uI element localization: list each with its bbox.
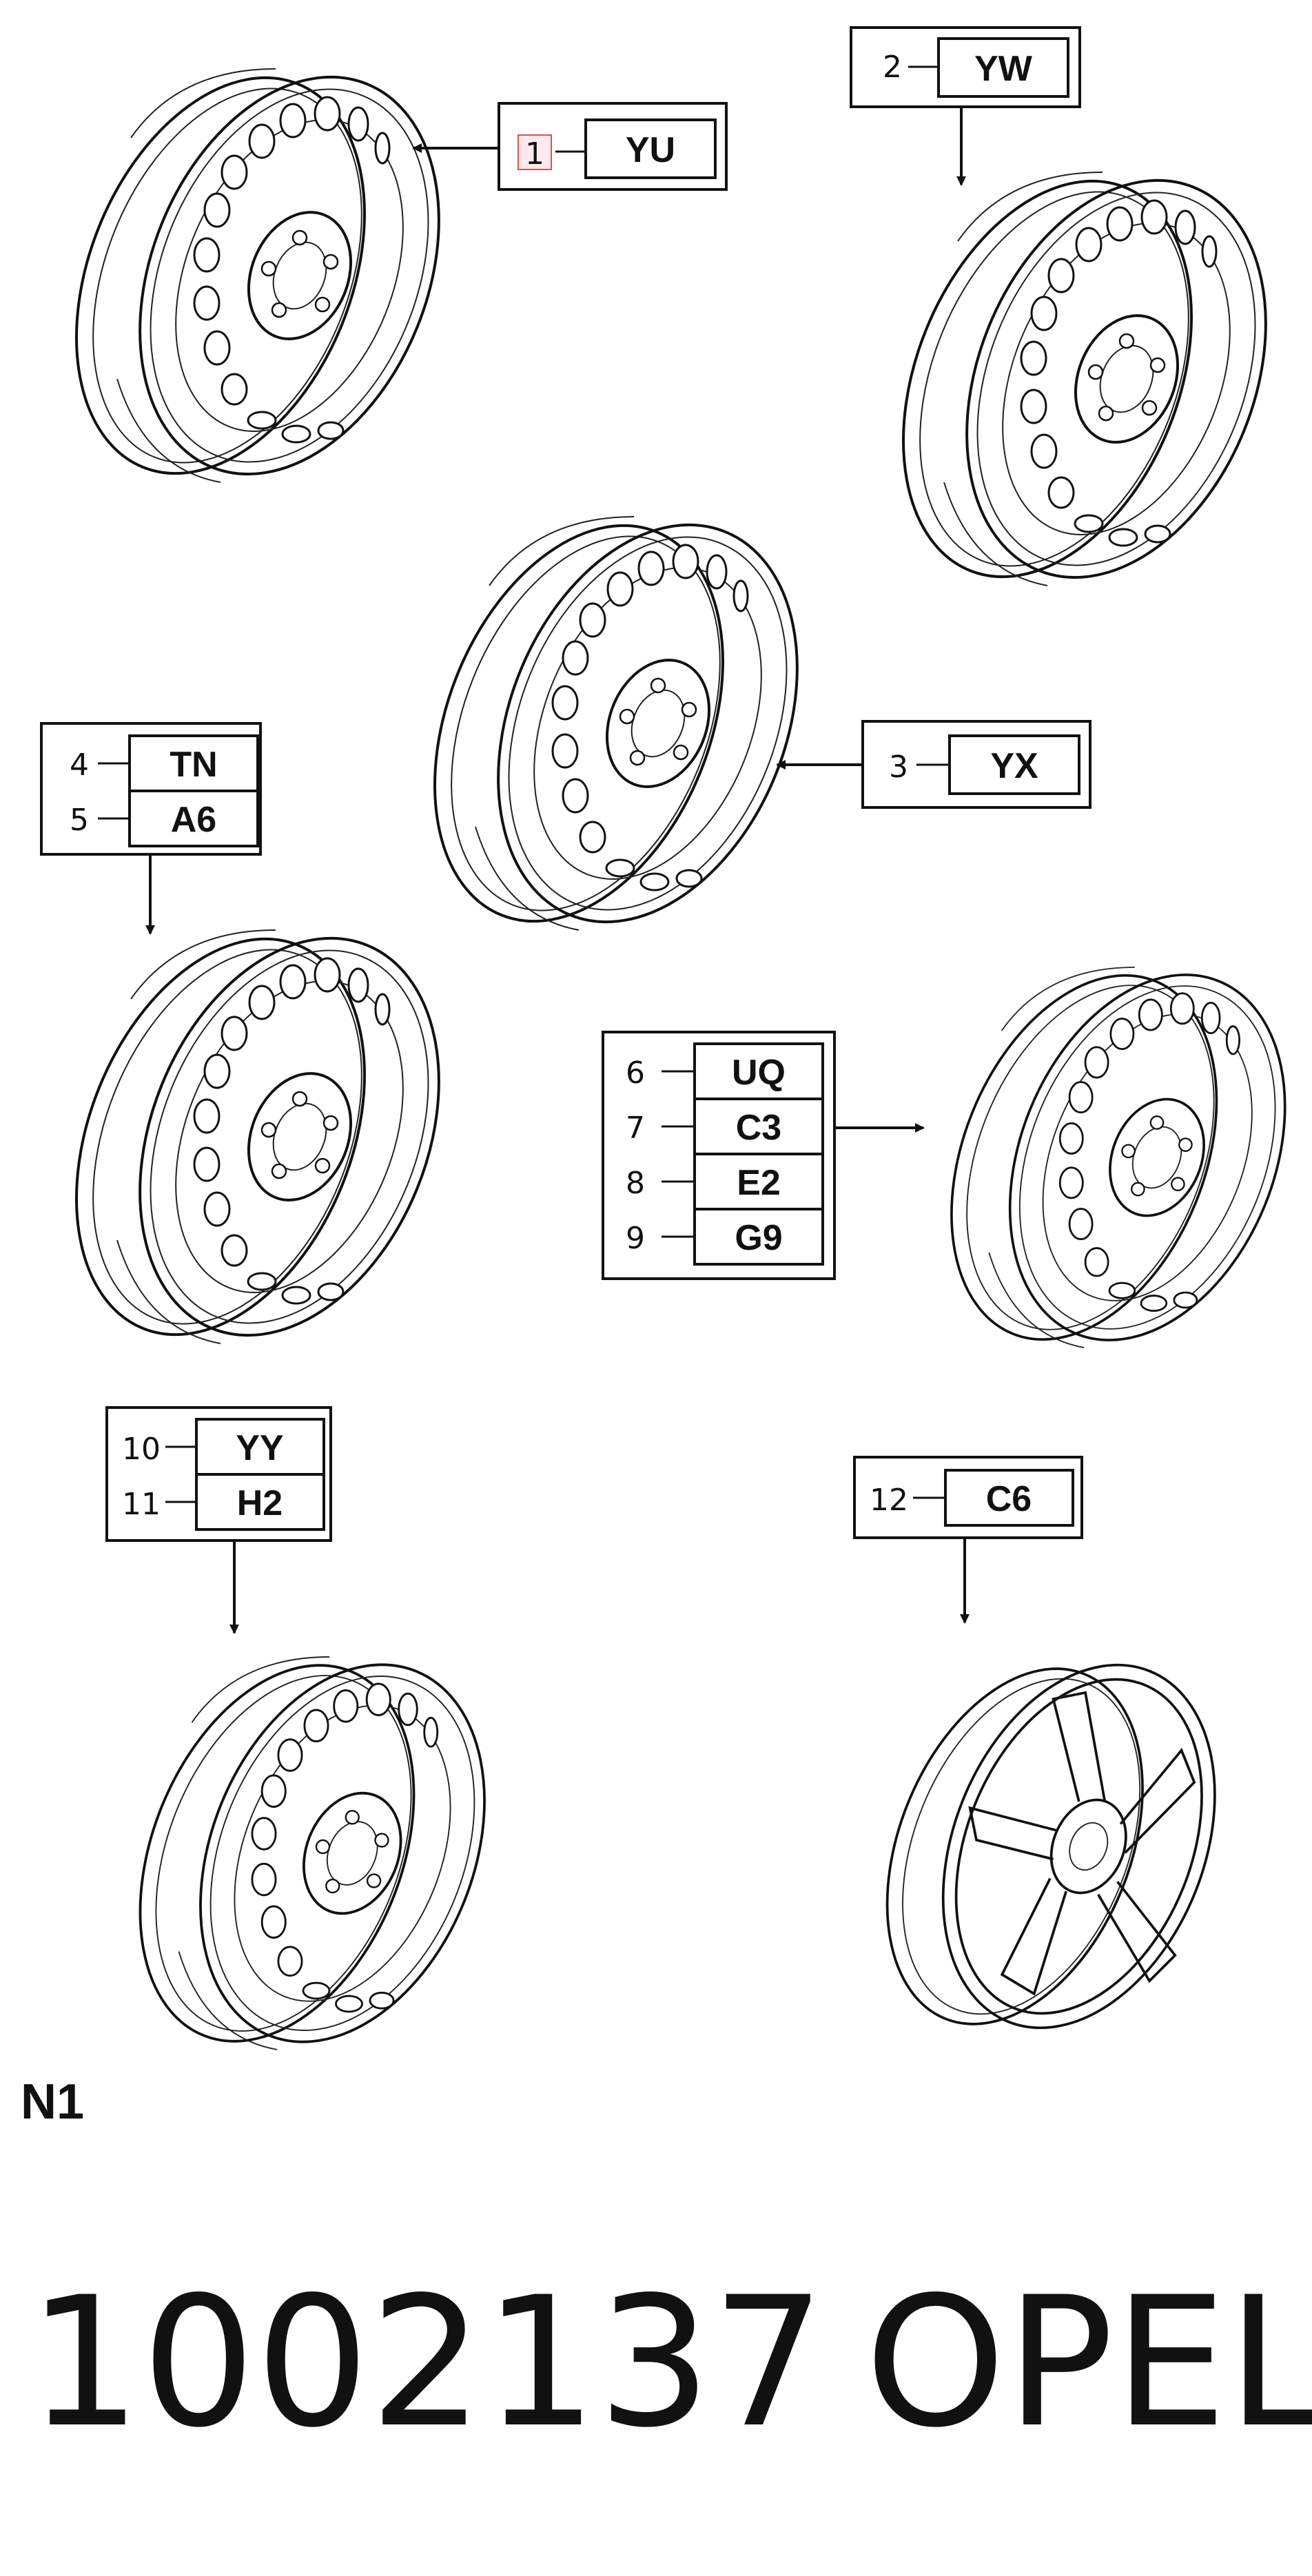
callout-code-tn: TN <box>170 745 217 785</box>
callout-code-uq: UQ <box>732 1053 786 1093</box>
callout-code-yw: YW <box>974 49 1033 89</box>
section-label: N1 <box>21 2074 85 2130</box>
callout-group-6-9: 6 UQ 7 C3 8 E2 9 G9 <box>602 1031 925 1280</box>
callout-number-3: 3 <box>889 750 908 785</box>
callout-number-8: 8 <box>626 1166 645 1201</box>
wheel-yx <box>378 478 854 969</box>
callout-number-9: 9 <box>626 1221 645 1256</box>
wheel-yw <box>847 134 1312 624</box>
callout-code-yu: YU <box>626 130 675 170</box>
callout-code-g9: G9 <box>735 1218 782 1258</box>
wheel-tn-a6 <box>20 892 496 1382</box>
callout-group-2: 2 YW <box>850 26 1081 186</box>
wheel-yy-h2 <box>86 1620 539 2086</box>
callout-number-5: 5 <box>70 803 89 838</box>
callout-group-4-5: 4 TN 5 A6 <box>40 722 262 935</box>
callout-group-12: 12 C6 <box>853 1456 1083 1624</box>
callout-code-yx: YX <box>990 746 1038 786</box>
callout-code-e2: E2 <box>737 1163 781 1203</box>
wheel-c6-alloy <box>837 1622 1267 2070</box>
callout-group-10-11: 10 YY 11 H2 <box>105 1406 332 1634</box>
callout-code-c3: C3 <box>736 1108 781 1148</box>
callout-code-c6: C6 <box>986 1479 1032 1519</box>
callout-number-7: 7 <box>626 1111 645 1146</box>
callout-group-3: 3 YX <box>776 720 1091 809</box>
callout-number-4: 4 <box>70 748 89 783</box>
callout-group-1: 1 YU <box>412 102 728 191</box>
callout-number-11: 11 <box>122 1487 161 1522</box>
callout-code-yy: YY <box>236 1428 283 1468</box>
wheel-uq-c3-e2-g9 <box>899 932 1312 1383</box>
callout-number-1: 1 <box>525 136 544 172</box>
callout-number-10: 10 <box>122 1432 161 1467</box>
callout-code-h2: H2 <box>237 1483 283 1523</box>
callout-code-a6: A6 <box>171 800 216 840</box>
callout-number-12: 12 <box>870 1483 908 1518</box>
brand-name: OPEL <box>865 2259 1312 2467</box>
wheel-yu <box>20 30 496 521</box>
part-number: 1002137 <box>28 2259 826 2467</box>
callout-number-2: 2 <box>883 50 902 85</box>
callout-number-6: 6 <box>626 1055 645 1091</box>
